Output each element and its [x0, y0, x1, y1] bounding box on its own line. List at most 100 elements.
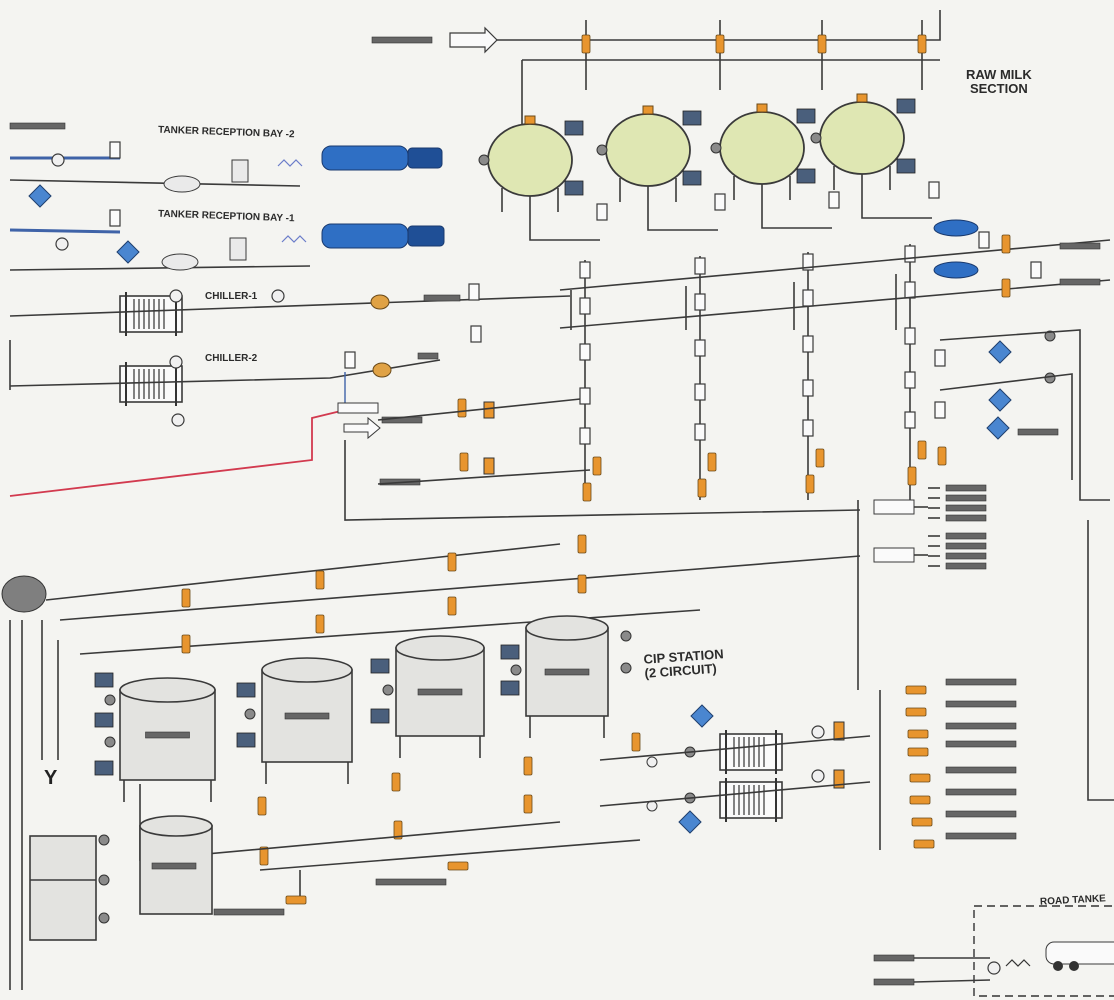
cip-outlet-tag-icon [945, 766, 1017, 774]
right-instrument-icon [934, 401, 946, 419]
cip-outlet-tag-icon [945, 810, 1017, 818]
right-instrument-icon [934, 349, 946, 367]
cip-station-label: CIP STATION (2 CIRCUIT) [643, 646, 725, 681]
header-pipe-line [497, 10, 941, 41]
road-tanker-hose-icon [1005, 959, 1031, 967]
cip-distributor-1-branch-tag-icon [945, 484, 987, 492]
manifold-instrument-icon [579, 261, 591, 279]
cip-hot-water-tank-dome [395, 635, 485, 661]
right-sensor-diamond-icon [986, 416, 1010, 440]
transfer-valve-icon [459, 452, 469, 472]
cip-heat-exchanger-1 [719, 733, 783, 771]
right-sensor-diamond-icon [988, 388, 1012, 412]
cip-distributor-1-branch-tag-icon [945, 494, 987, 502]
manifold-instrument-icon [904, 327, 916, 345]
cip-distributor-2 [873, 547, 915, 563]
balance-tank-instrument-icon [978, 231, 990, 249]
bay1-filter-icon [229, 237, 247, 261]
cip-sensor-diamond-icon [690, 704, 714, 728]
cip-tank-sensor-icon [500, 644, 520, 660]
manifold-instrument-icon [694, 339, 706, 357]
silo-outlet-instrument-icon [714, 193, 726, 211]
raw-milk-section-label: RAW MILK SECTION [966, 67, 1032, 96]
bottom-storage-tank [29, 835, 97, 941]
manifold-instrument-icon [802, 253, 814, 271]
right-pump-icon [1044, 372, 1056, 384]
y-marker-label: Y [44, 767, 58, 789]
transfer-control-valve-icon [483, 401, 495, 419]
chiller-1-heat-exchanger [119, 295, 183, 333]
silo-outlet-instrument-icon [828, 191, 840, 209]
manifold-instrument-icon [694, 293, 706, 311]
cip-hx-line [599, 735, 871, 761]
silo-outlet-header-line [559, 279, 1111, 329]
balance-tank-icon [933, 219, 979, 237]
bay1-tanker-truck-icon [321, 223, 409, 249]
chiller-1-label: CHILLER-1 [205, 291, 258, 302]
silo-temp-indicator-icon [810, 132, 822, 144]
silo-level-sensor-icon [564, 180, 584, 196]
cip-supply-valve-icon [577, 574, 587, 594]
right-valve-icon [937, 446, 947, 466]
manifold-instrument-icon [579, 387, 591, 405]
cip-outlet-valve-icon [907, 729, 929, 739]
cip-supply-valve-icon [447, 552, 457, 572]
cip-tank-indicator-icon [244, 708, 256, 720]
cip-tank-sensor-icon [370, 708, 390, 724]
manifold-instrument-icon [904, 245, 916, 263]
cip-tank-sensor-icon [500, 680, 520, 696]
chiller-1-outlet-gauge-icon [271, 289, 285, 303]
manifold-instrument-icon [579, 343, 591, 361]
right-edge-line [1087, 520, 1114, 801]
cip-supply-valve-icon [577, 534, 587, 554]
lye-storage-tag-icon [151, 862, 197, 870]
silo-outlet-line [761, 184, 832, 229]
cip-outlet-tag-icon [945, 832, 1017, 840]
bay2-tanker-truck-icon [321, 145, 409, 171]
bay1-feed-line [9, 228, 121, 234]
transfer-control-valve-icon [483, 457, 495, 475]
cip-return-valve-icon [631, 732, 641, 752]
cip-caustic-tank-tag-icon [284, 712, 330, 720]
manifold-instrument-icon [694, 257, 706, 275]
lye-storage-tank [139, 825, 213, 915]
chiller-2-heat-exchanger [119, 365, 183, 403]
cip-caustic-tank-dome [261, 657, 353, 683]
cip-distributor-1 [873, 499, 915, 515]
cip-tank-sensor-icon [94, 760, 114, 776]
cip-outlet-valve-icon [905, 707, 927, 717]
cip-tank-sensor-icon [236, 682, 256, 698]
silo-temp-indicator-icon [710, 142, 722, 154]
right-sensor-diamond-icon [988, 340, 1012, 364]
chiller-2-valve-instrument-icon [344, 351, 356, 369]
transfer-arrow-icon [343, 416, 381, 440]
bay2-instrument-icon [109, 141, 121, 159]
silo-top-valve-icon [642, 105, 654, 115]
header-drop-valve-icon [917, 34, 927, 54]
silo-level-sensor-icon [682, 110, 702, 126]
balance-tank-valve-icon [1001, 278, 1011, 298]
cip-supply-valve-icon [315, 570, 325, 590]
chiller-2-gauge-icon [169, 355, 183, 369]
bay2-line-tag-icon [9, 122, 66, 130]
silo-outlet-line [529, 196, 600, 241]
cip-tank-sensor-icon [236, 732, 256, 748]
manifold-instrument-icon [579, 427, 591, 445]
bay1-hose-icon [281, 235, 307, 243]
chiller-1-line-tag-icon [423, 294, 461, 302]
manifold-valve-icon [917, 440, 927, 460]
road-tanker-gauge-icon [987, 961, 1001, 975]
cip-tank-indicator-icon [510, 664, 522, 676]
cip-distributor-2-branch-tag-icon [945, 552, 987, 560]
cip-temp-gauge-icon [811, 725, 825, 739]
manifold-instrument-icon [904, 411, 916, 429]
silo-temp-indicator-icon [596, 144, 608, 156]
chiller-2-line-tag-icon [417, 352, 439, 360]
cip-return-valve-icon [523, 756, 533, 776]
cip-distributor-1-branch-tag-icon [945, 514, 987, 522]
chiller-1-sight-glass-icon [370, 294, 390, 310]
cip-outlet-valve-icon [909, 795, 931, 805]
header-drop-valve-icon [817, 34, 827, 54]
manifold-valve-icon [582, 482, 592, 502]
